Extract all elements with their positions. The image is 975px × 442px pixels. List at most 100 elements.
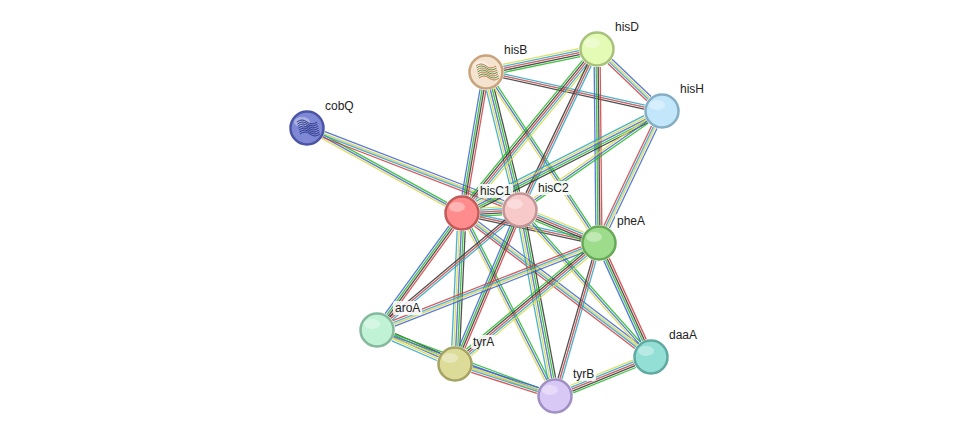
node-circle: [289, 110, 325, 146]
node-label: hisD: [613, 20, 641, 34]
node-label: hisC1: [478, 184, 513, 198]
evidence-strand: [609, 129, 656, 229]
interaction-line: [480, 211, 502, 212]
interaction-line: [323, 137, 446, 205]
node-label: pheA: [615, 214, 647, 228]
interaction-line: [456, 231, 461, 346]
evidence-strand: [394, 336, 538, 389]
evidence-strand: [530, 66, 591, 195]
interaction-line: [478, 119, 646, 205]
protein-node: aroA: [359, 312, 395, 348]
node-label: daaA: [667, 328, 699, 342]
evidence-strand: [466, 90, 484, 196]
edge-bundle: [462, 89, 486, 196]
evidence-strand: [504, 57, 580, 73]
evidence-strand: [395, 252, 583, 326]
evidence-strand: [611, 61, 650, 98]
evidence-strand: [480, 211, 502, 212]
node-label: hisH: [678, 82, 706, 96]
evidence-strand: [609, 62, 648, 99]
evidence-strand: [459, 225, 510, 346]
protein-node: cobQ: [289, 110, 325, 146]
evidence-strand: [521, 228, 549, 379]
evidence-strand: [608, 128, 655, 228]
node-circle: [633, 339, 669, 375]
evidence-strand: [477, 117, 645, 203]
node-circle: [437, 346, 473, 382]
evidence-strand: [469, 255, 585, 353]
edge-bundle: [570, 360, 636, 393]
evidence-strand: [323, 137, 446, 205]
evidence-strand: [604, 261, 641, 342]
evidence-strand: [476, 116, 644, 202]
edge-bundle: [452, 231, 465, 346]
protein-node: hisB: [468, 54, 504, 90]
node-label: hisB: [502, 43, 529, 57]
evidence-strand: [525, 227, 553, 378]
evidence-strand: [558, 260, 592, 378]
evidence-strand: [478, 119, 646, 205]
protein-node: pheA: [581, 225, 617, 261]
protein-node: hisD: [579, 31, 615, 67]
interaction-line: [610, 61, 649, 98]
node-label: cobQ: [323, 99, 356, 113]
node-circle: [537, 378, 573, 414]
node-circle: [444, 195, 480, 231]
evidence-strand: [395, 334, 539, 387]
interaction-line: [388, 228, 452, 316]
node-circle: [468, 54, 504, 90]
edge-bundle: [534, 120, 649, 202]
interaction-line: [394, 336, 538, 389]
evidence-strand: [393, 338, 537, 391]
node-circle: [581, 225, 617, 261]
edge-bundle: [604, 126, 657, 228]
interaction-line: [560, 260, 594, 378]
evidence-strand: [606, 260, 643, 341]
edge-bundle: [393, 247, 584, 326]
evidence-strand: [535, 121, 647, 199]
evidence-strand: [472, 370, 538, 391]
evidence-strand: [471, 372, 537, 393]
interaction-line: [472, 369, 538, 390]
interaction-line: [607, 127, 654, 227]
evidence-strand: [322, 138, 445, 206]
evidence-strand: [464, 90, 482, 196]
node-label: tyrA: [471, 335, 496, 349]
interaction-line: [469, 255, 585, 353]
evidence-strand: [560, 260, 594, 378]
evidence-strand: [473, 367, 539, 388]
evidence-strand: [480, 209, 502, 210]
evidence-strand: [466, 252, 582, 350]
evidence-strand: [391, 222, 506, 319]
interaction-line: [465, 90, 483, 196]
evidence-strand: [394, 250, 582, 324]
evidence-strand: [607, 259, 644, 340]
evidence-strand: [608, 64, 647, 101]
structure-glyph: [476, 64, 499, 80]
node-label: tyrB: [571, 367, 596, 381]
protein-node: tyrB: [537, 378, 573, 414]
evidence-strand: [609, 258, 646, 339]
protein-node: daaA: [633, 339, 669, 375]
node-circle: [644, 93, 680, 129]
evidence-strand: [562, 261, 596, 379]
edge-bundle: [604, 258, 647, 342]
interaction-line: [535, 121, 647, 199]
evidence-strand: [536, 123, 648, 201]
evidence-strand: [571, 362, 634, 387]
evidence-strand: [480, 213, 502, 214]
structure-glyph: [297, 120, 320, 136]
protein-node: hisC1: [444, 195, 480, 231]
node-label: aroA: [393, 301, 422, 315]
evidence-strand: [480, 207, 502, 208]
edge-bundle: [393, 334, 539, 391]
edge-bundle: [480, 207, 502, 216]
evidence-strand: [467, 253, 583, 351]
edge-bundle: [558, 260, 596, 380]
interaction-line: [572, 364, 635, 389]
evidence-strand: [462, 89, 480, 195]
node-circle: [579, 31, 615, 67]
node-label: hisC2: [536, 181, 571, 195]
evidence-strand: [612, 59, 651, 96]
